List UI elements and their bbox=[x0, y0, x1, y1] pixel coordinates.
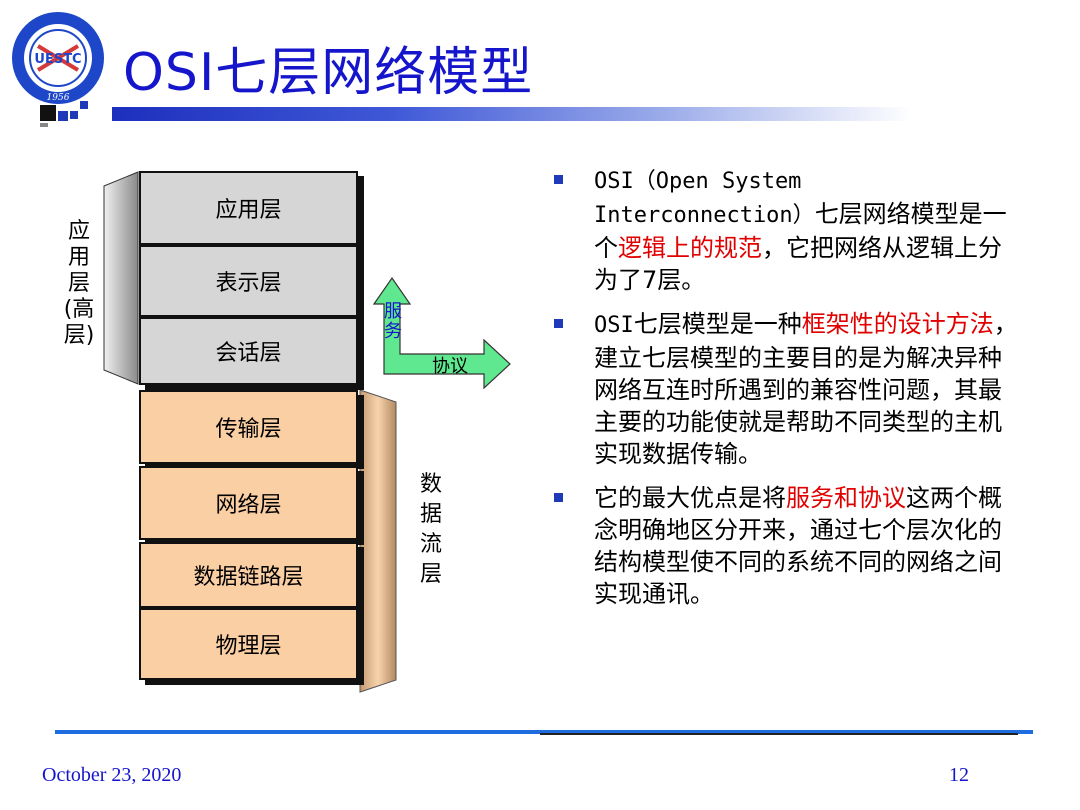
bullet-item: 它的最大优点是将服务和协议这两个概念明确地区分开来，通过七个层次化的结构模型使不… bbox=[548, 482, 1018, 610]
service-protocol-arrow bbox=[372, 276, 511, 390]
upper-side-label: 应 用 层 (高 层) bbox=[63, 219, 95, 348]
page-number: 12 bbox=[949, 764, 969, 786]
layer-application: 应用层 bbox=[139, 171, 358, 245]
layer-presentation: 表示层 bbox=[139, 245, 358, 317]
bullet-marker bbox=[554, 319, 563, 328]
upper-bracket bbox=[103, 171, 139, 385]
service-label: 服 务 bbox=[384, 301, 402, 342]
layer-data-link: 数据链路层 bbox=[139, 542, 358, 608]
header-bar bbox=[112, 107, 912, 121]
uestc-logo: UESTC 1956 bbox=[12, 12, 104, 104]
bullet-marker bbox=[554, 493, 563, 502]
lower-side-label: 数 据 流 层 bbox=[419, 472, 442, 587]
layer-transport: 传输层 bbox=[139, 390, 358, 464]
footer-line-thin bbox=[540, 733, 1018, 735]
footer-date: October 23, 2020 bbox=[42, 764, 182, 786]
protocol-label: 协议 bbox=[432, 356, 468, 377]
layer-physical: 物理层 bbox=[139, 608, 358, 680]
layer-network: 网络层 bbox=[139, 466, 358, 540]
lower-bracket bbox=[359, 389, 397, 693]
slide-title: OSI七层网络模型 bbox=[123, 43, 534, 103]
header-squares bbox=[40, 101, 120, 127]
bullet-item: OSI七层模型是一种框架性的设计方法，建立七层模型的主要目的是为解决异种网络互连… bbox=[548, 308, 1018, 470]
bullet-item: OSI（Open System Interconnection）七层网络模型是一… bbox=[548, 164, 1018, 296]
bullet-marker bbox=[554, 175, 563, 184]
logo-year: 1956 bbox=[47, 93, 70, 103]
layer-session: 会话层 bbox=[139, 317, 358, 385]
logo-text: UESTC bbox=[34, 52, 81, 67]
bullet-list: OSI（Open System Interconnection）七层网络模型是一… bbox=[548, 164, 1018, 622]
footer-line bbox=[55, 730, 1033, 734]
